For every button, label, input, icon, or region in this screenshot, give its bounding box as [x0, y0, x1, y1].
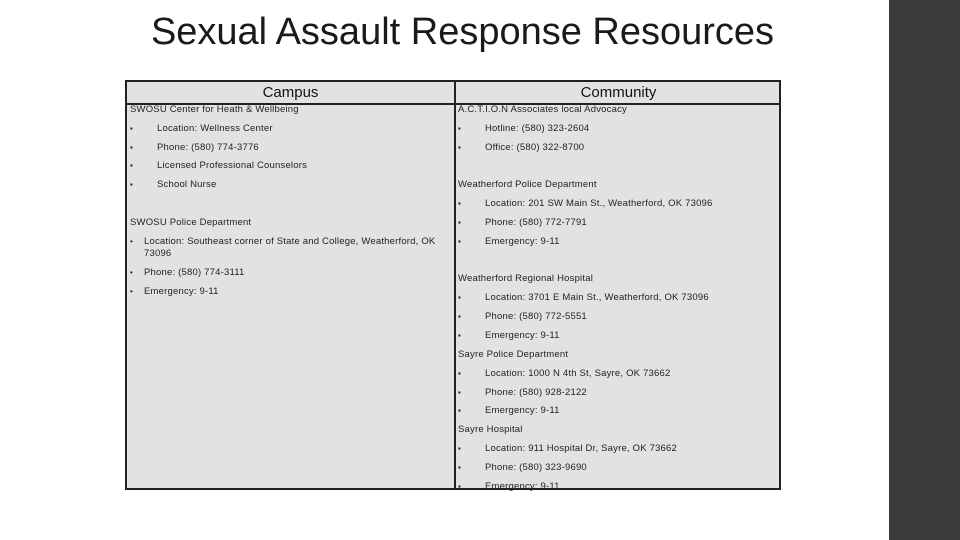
bullet-icon: •: [130, 237, 133, 246]
column-divider: [454, 82, 456, 488]
bullet-icon: ▪: [458, 388, 461, 397]
community-action-heading: A.C.T.I.O.N Associates local Advocacy: [458, 104, 627, 115]
bullet-icon: ▪: [130, 124, 133, 133]
list-item: Hotline: (580) 323-2604: [485, 123, 590, 134]
slide-title: Sexual Assault Response Resources: [150, 11, 775, 53]
list-item: Phone: (580) 928-2122: [485, 387, 587, 398]
community-wrh-heading: Weatherford Regional Hospital: [458, 273, 594, 284]
list-item: Emergency: 9-11: [144, 286, 219, 297]
list-item: School Nurse: [157, 179, 217, 190]
bullet-icon: ▪: [458, 463, 461, 472]
resources-table: Campus Community SWOSU Center for Heath …: [125, 80, 781, 492]
bullet-icon: ▪: [458, 482, 461, 491]
bullet-icon: ▪: [458, 237, 461, 246]
community-sh-heading: Sayre Hospital: [458, 424, 523, 435]
bullet-icon: ▪: [458, 369, 461, 378]
list-item: Emergency: 9-11: [485, 481, 560, 492]
list-item: Location: 911 Hospital Dr, Sayre, OK 736…: [485, 443, 677, 454]
bullet-icon: ▪: [458, 143, 461, 152]
bullet-icon: ▪: [458, 124, 461, 133]
bullet-icon: ▪: [130, 143, 133, 152]
community-spd-heading: Sayre Police Department: [458, 349, 569, 360]
bullet-icon: ▪: [458, 331, 461, 340]
list-item: Location: 201 SW Main St., Weatherford, …: [485, 198, 713, 209]
bullet-icon: ▪: [130, 161, 133, 170]
bullet-icon: ▪: [458, 444, 461, 453]
bullet-icon: •: [130, 287, 133, 296]
right-side-bar: [889, 0, 960, 540]
table-header-row: Campus Community: [127, 82, 779, 105]
bullet-icon: •: [130, 268, 133, 277]
bullet-icon: ▪: [458, 406, 461, 415]
list-item: Office: (580) 322-8700: [485, 142, 585, 153]
list-item: Location: Southeast corner of State and …: [144, 236, 436, 259]
community-wpd-heading: Weatherford Police Department: [458, 179, 597, 190]
bullet-icon: ▪: [458, 293, 461, 302]
list-item: Licensed Professional Counselors: [157, 160, 308, 171]
list-item: Location: 1000 N 4th St, Sayre, OK 73662: [485, 368, 671, 379]
list-item: Emergency: 9-11: [485, 405, 560, 416]
bullet-icon: ▪: [458, 312, 461, 321]
bullet-icon: ▪: [458, 199, 461, 208]
list-item: Emergency: 9-11: [485, 236, 560, 247]
list-item: Location: Wellness Center: [157, 123, 273, 134]
list-item: Phone: (580) 774-3111: [144, 267, 245, 278]
campus-column-header: Campus: [262, 84, 319, 101]
list-item: Phone: (580) 774-3776: [157, 142, 259, 153]
list-item: Phone: (580) 772-7791: [485, 217, 587, 228]
list-item: Emergency: 9-11: [485, 330, 560, 341]
list-item: Location: 3701 E Main St., Weatherford, …: [485, 292, 709, 303]
campus-center-heading: SWOSU Center for Heath & Wellbeing: [130, 104, 299, 115]
bullet-icon: ▪: [130, 180, 133, 189]
list-item: Phone: (580) 772-5551: [485, 311, 587, 322]
bullet-icon: ▪: [458, 218, 461, 227]
community-column-header: Community: [580, 84, 657, 101]
list-item: Phone: (580) 323-9690: [485, 462, 587, 473]
campus-police-heading: SWOSU Police Department: [130, 217, 252, 228]
